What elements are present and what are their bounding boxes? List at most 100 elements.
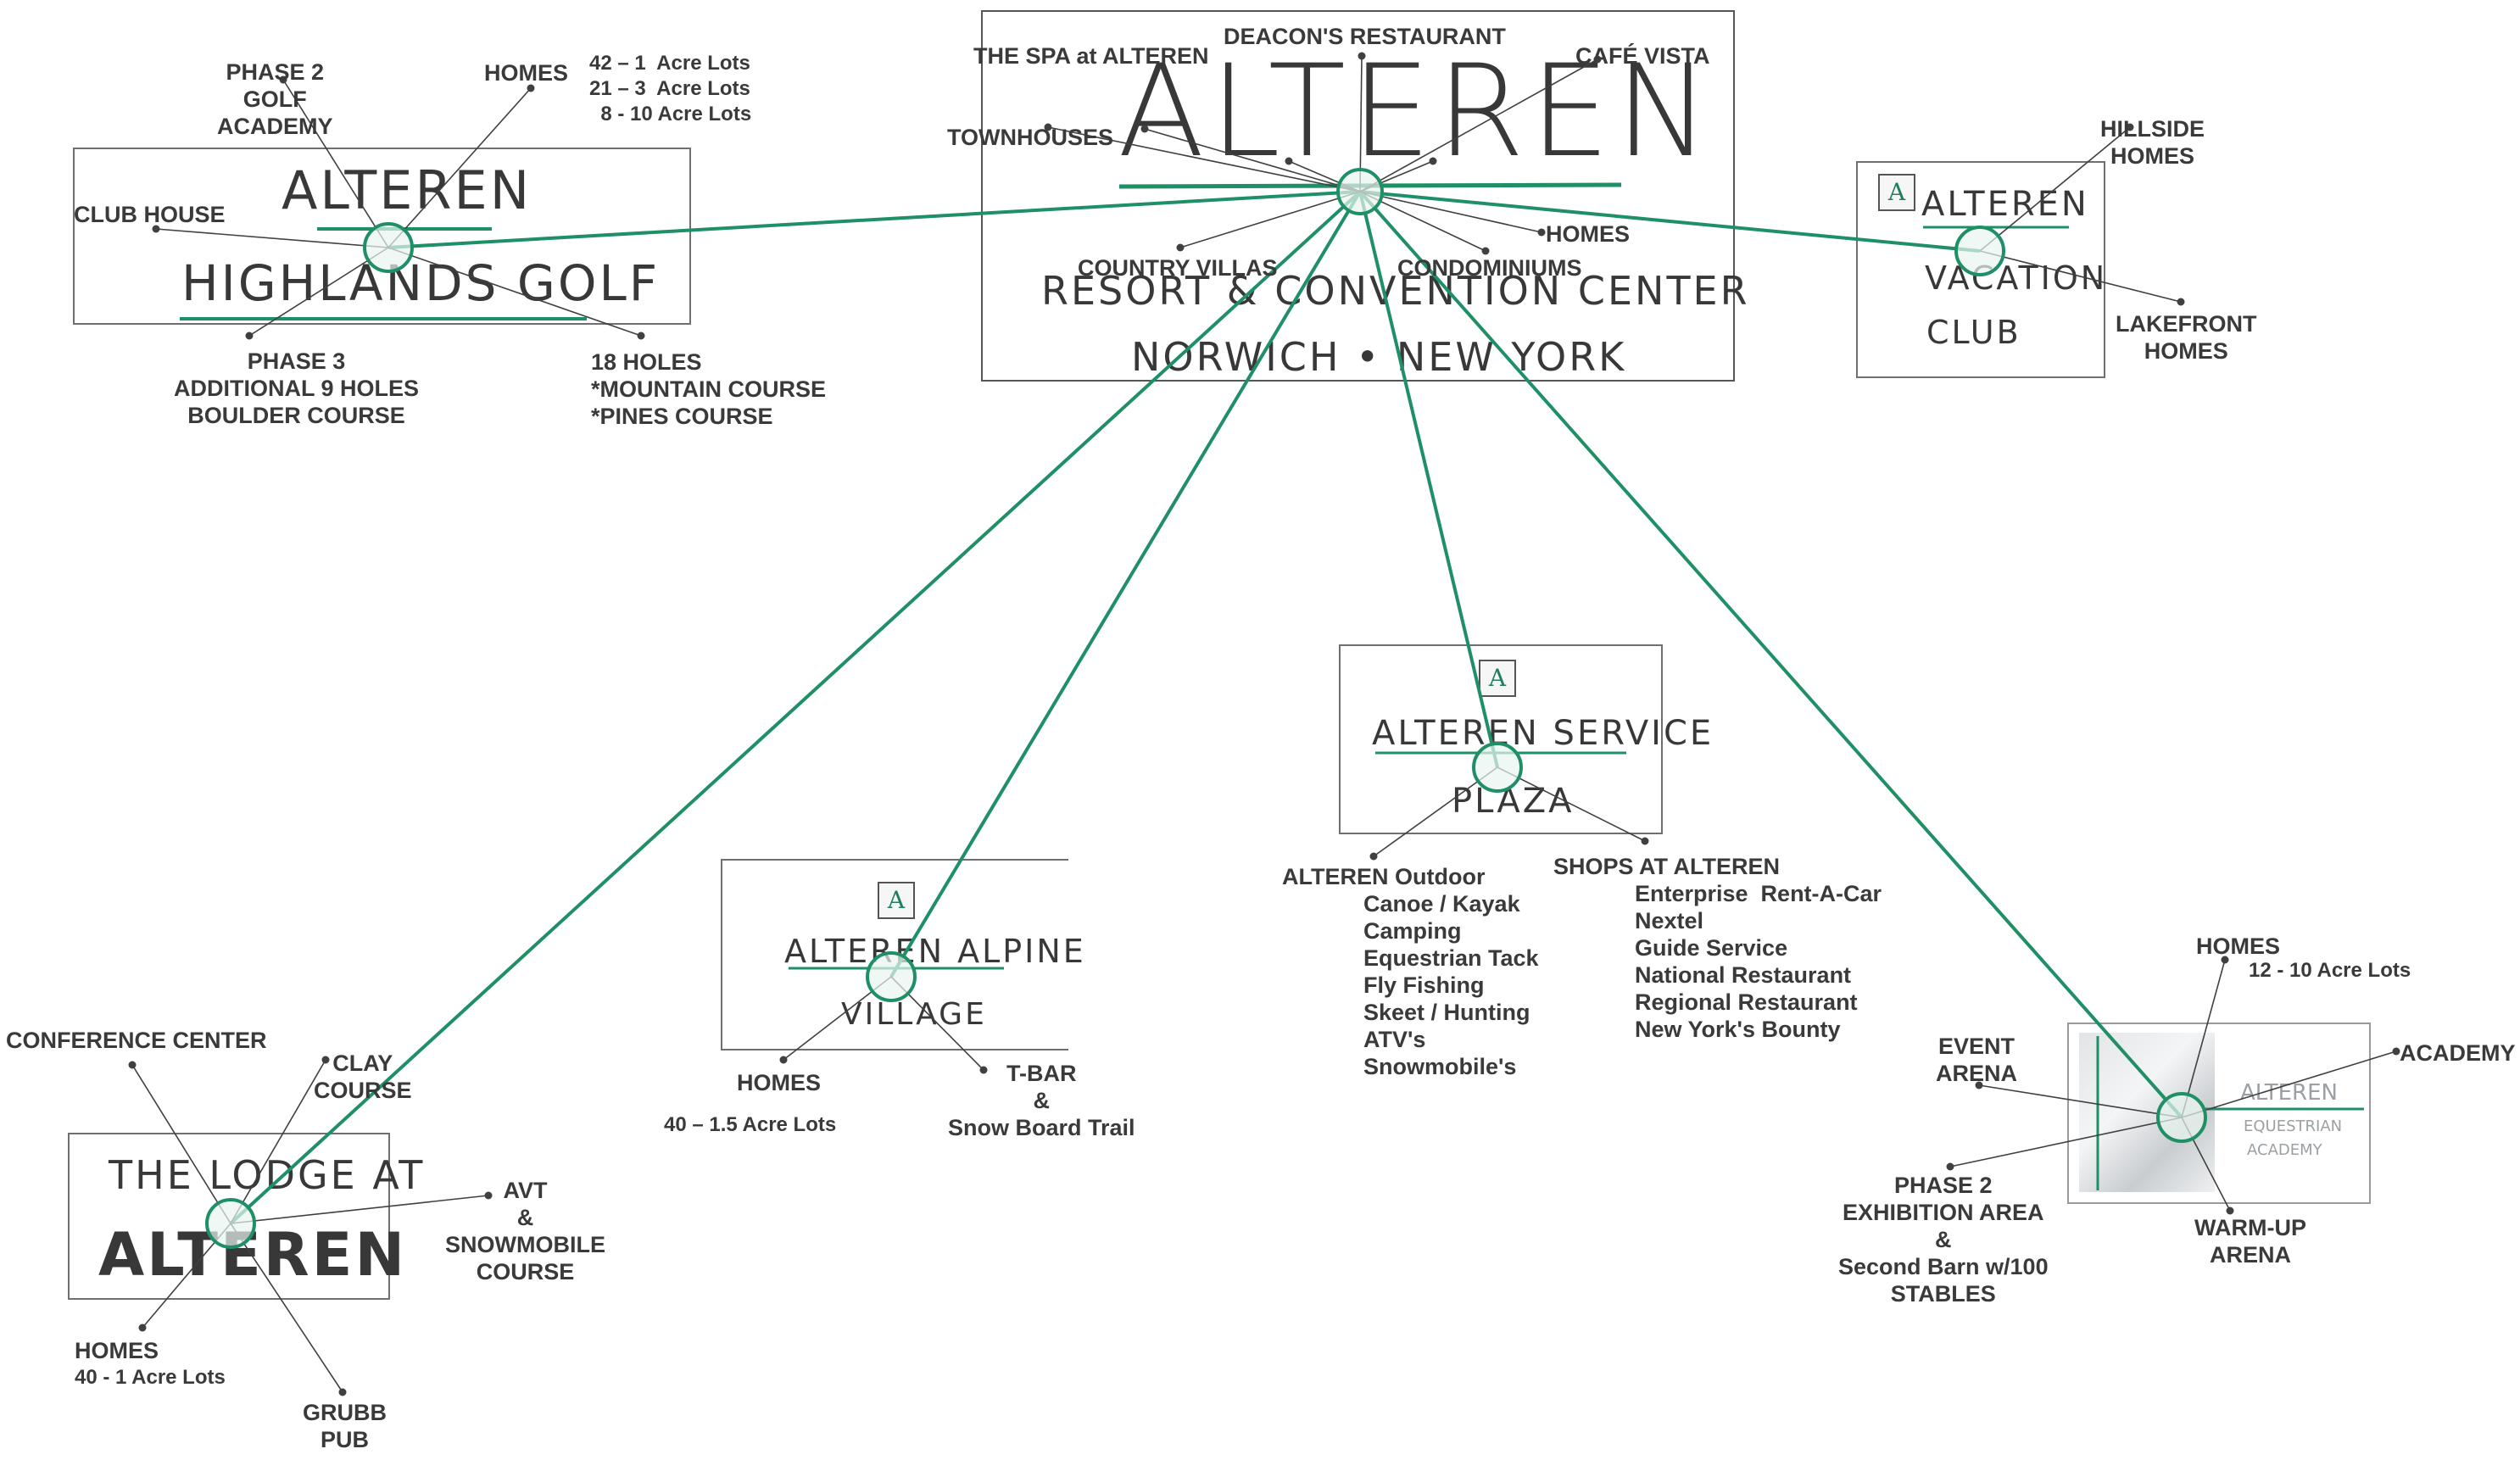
warmup-arena-label: WARM-UP ARENA bbox=[2194, 1215, 2306, 1268]
leader-dot bbox=[637, 332, 645, 340]
equestrian-homes-label: HOMES bbox=[2196, 933, 2281, 959]
leader-dot bbox=[1358, 52, 1366, 60]
leader-dot bbox=[138, 1323, 147, 1332]
leader-dot bbox=[152, 225, 160, 233]
leader-dot bbox=[484, 1191, 493, 1200]
vacation-logo-bottom: CLUB bbox=[1926, 314, 2021, 351]
leader-dot bbox=[1481, 247, 1490, 255]
lakefront-homes-label: LAKEFRONT HOMES bbox=[2116, 311, 2257, 364]
equestrian-logo-bottom: ACADEMY bbox=[2247, 1141, 2322, 1159]
hub-vacation bbox=[1954, 226, 2005, 276]
leader-dot bbox=[1429, 157, 1437, 165]
alpine-monogram: A bbox=[878, 882, 915, 919]
golf-phase3-label: PHASE 3 ADDITIONAL 9 HOLES BOULDER COURS… bbox=[174, 348, 420, 428]
club-house-label: CLUB HOUSE bbox=[74, 202, 226, 227]
connector-equestrian bbox=[1358, 190, 2183, 1119]
lodge-lots-label: 40 - 1 Acre Lots bbox=[75, 1366, 226, 1389]
leader-line bbox=[155, 228, 389, 248]
connector-lodge bbox=[229, 190, 1362, 1225]
equestrian-logo-mid: EQUESTRIAN bbox=[2244, 1117, 2343, 1135]
hillside-homes-label: HILLSIDE HOMES bbox=[2100, 116, 2205, 169]
spa-label: THE SPA at ALTEREN bbox=[973, 43, 1209, 69]
leader-line bbox=[1144, 128, 1361, 192]
leader-dot bbox=[1946, 1162, 1954, 1171]
leader-dot bbox=[321, 1056, 330, 1064]
hub-golf bbox=[363, 222, 414, 273]
leader-dot bbox=[2226, 1206, 2234, 1215]
exhibition-label: PHASE 2 EXHIBITION AREA & Second Barn w/… bbox=[1838, 1173, 2049, 1307]
connector-vacation bbox=[1359, 190, 1981, 253]
leader-line bbox=[230, 1059, 326, 1224]
leader-dot bbox=[1044, 123, 1052, 131]
leader-dot bbox=[1285, 157, 1293, 165]
leader-dot bbox=[1975, 1081, 1983, 1089]
leader-line bbox=[1979, 250, 2182, 303]
connector-golf bbox=[387, 190, 1361, 249]
center-line2: NORWICH • NEW YORK bbox=[1131, 334, 1627, 380]
leader-dot bbox=[1140, 125, 1149, 133]
leader-dot bbox=[1537, 228, 1546, 237]
service-logo-top: ALTEREN SERVICE bbox=[1372, 714, 1714, 753]
leader-dot bbox=[2126, 123, 2134, 131]
golf-logo-bottom: HIGHLANDS GOLF bbox=[181, 254, 661, 312]
cafe-label: CAFÉ VISTA bbox=[1575, 43, 1710, 69]
leader-dot bbox=[527, 84, 535, 92]
shops-title-label: SHOPS AT ALTEREN bbox=[1553, 854, 1781, 879]
leader-dot bbox=[1593, 55, 1602, 64]
townhouses-label: TOWNHOUSES bbox=[947, 125, 1114, 150]
leader-line bbox=[131, 1064, 231, 1224]
golf-phase2-label: PHASE 2 GOLF ACADEMY bbox=[217, 59, 333, 139]
center-homes-label: HOMES bbox=[1546, 221, 1631, 247]
leader-line bbox=[248, 247, 389, 337]
monogram-glyph: A bbox=[887, 886, 906, 914]
leader-dot bbox=[2177, 298, 2185, 306]
vacation-logo-mid: VACATION bbox=[1925, 259, 2108, 297]
leader-dot bbox=[1369, 852, 1378, 861]
hub-service bbox=[1472, 742, 1523, 793]
leader-line bbox=[2181, 1050, 2397, 1118]
leader-line bbox=[1359, 191, 1542, 233]
vacation-monogram: A bbox=[1878, 174, 1915, 211]
leader-line bbox=[230, 1195, 489, 1224]
leader-dot bbox=[1641, 837, 1649, 845]
equestrian-lots-label: 12 - 10 Acre Lots bbox=[2249, 959, 2411, 982]
leader-line bbox=[1949, 1117, 2183, 1167]
alpine-logo-bottom: VILLAGE bbox=[841, 997, 987, 1032]
leader-line bbox=[387, 87, 532, 248]
vacation-logo-top: ALTEREN bbox=[1921, 185, 2089, 224]
outdoor-title-label: ALTEREN Outdoor bbox=[1282, 864, 1486, 889]
hub-center bbox=[1336, 168, 1384, 215]
service-monogram: A bbox=[1479, 660, 1516, 697]
outdoor-items-label: Canoe / Kayak Camping Equestrian Tack Fl… bbox=[1363, 891, 1539, 1079]
leader-dot bbox=[279, 75, 287, 84]
restaurant-label: DEACON'S RESTAURANT bbox=[1224, 24, 1506, 49]
leader-line bbox=[1179, 191, 1361, 248]
leader-line bbox=[230, 1223, 343, 1393]
leader-dot bbox=[1176, 243, 1185, 252]
holes-label: 18 HOLES *MOUNTAIN COURSE *PINES COURSE bbox=[591, 349, 827, 429]
conference-center-label: CONFERENCE CENTER bbox=[6, 1028, 267, 1053]
leader-dot bbox=[338, 1388, 347, 1396]
leader-line bbox=[387, 247, 642, 337]
leader-line bbox=[1359, 59, 1598, 192]
clay-course-label: CLAY COURSE bbox=[314, 1050, 412, 1103]
tbar-label: T-BAR & Snow Board Trail bbox=[948, 1061, 1135, 1140]
golf-lots-label: 42 – 1 Acre Lots 21 – 3 Acre Lots 8 - 10… bbox=[589, 52, 752, 125]
alpine-lots-label: 40 – 1.5 Acre Lots bbox=[664, 1113, 837, 1136]
leader-dot bbox=[779, 1056, 788, 1064]
connector-alpine bbox=[889, 190, 1362, 978]
shops-items-label: Enterprise Rent-A-Car Nextel Guide Servi… bbox=[1635, 881, 1882, 1042]
leader-dot bbox=[128, 1061, 137, 1069]
lodge-homes-label: HOMES bbox=[75, 1338, 159, 1363]
leader-dot bbox=[245, 332, 254, 340]
leader-line bbox=[282, 79, 389, 248]
golf-logo-top: ALTEREN bbox=[282, 159, 532, 221]
alpine-homes-label: HOMES bbox=[737, 1070, 822, 1095]
leader-line bbox=[1497, 766, 1646, 842]
leader-line bbox=[1978, 1084, 2183, 1118]
leader-line bbox=[2181, 959, 2226, 1118]
center-line1: RESORT & CONVENTION CENTER bbox=[1041, 268, 1750, 314]
leader-dot bbox=[2392, 1047, 2400, 1056]
monogram-glyph: A bbox=[1887, 178, 1906, 206]
